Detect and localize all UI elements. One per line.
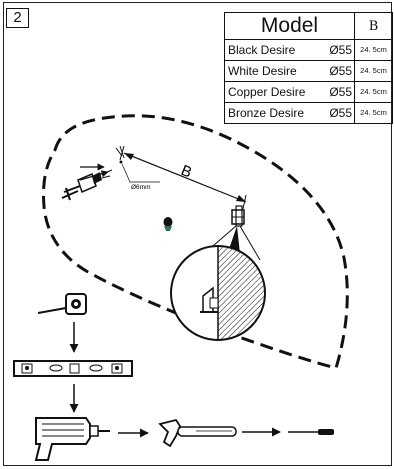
wall-anchor-icon xyxy=(61,163,113,201)
detail-magnifier xyxy=(170,245,266,341)
drill-icon xyxy=(34,417,110,461)
mounting-bracket-icon xyxy=(231,205,245,227)
page-border xyxy=(3,2,392,466)
zoom-line xyxy=(239,225,261,261)
drill-size-label: Ø6mm xyxy=(131,184,151,191)
table-header-row: Model B xyxy=(224,12,393,40)
dimension-value-cell: 24. 5cm xyxy=(354,39,393,61)
dimension-value-cell: 24. 5cm xyxy=(354,102,393,124)
drill-mark-left xyxy=(115,145,160,183)
dimension-b-arrow xyxy=(119,145,247,210)
tape-measure-icon xyxy=(37,293,87,315)
spirit-level-icon xyxy=(13,360,133,377)
wall-area-outline xyxy=(42,114,349,370)
screwdriver-icon xyxy=(288,429,334,435)
step-number: 2 xyxy=(6,8,29,28)
model-column-header: Model xyxy=(224,12,355,40)
dimension-b-label: B xyxy=(179,162,195,182)
lamp-icon xyxy=(163,217,173,231)
hammer-icon xyxy=(158,418,237,448)
